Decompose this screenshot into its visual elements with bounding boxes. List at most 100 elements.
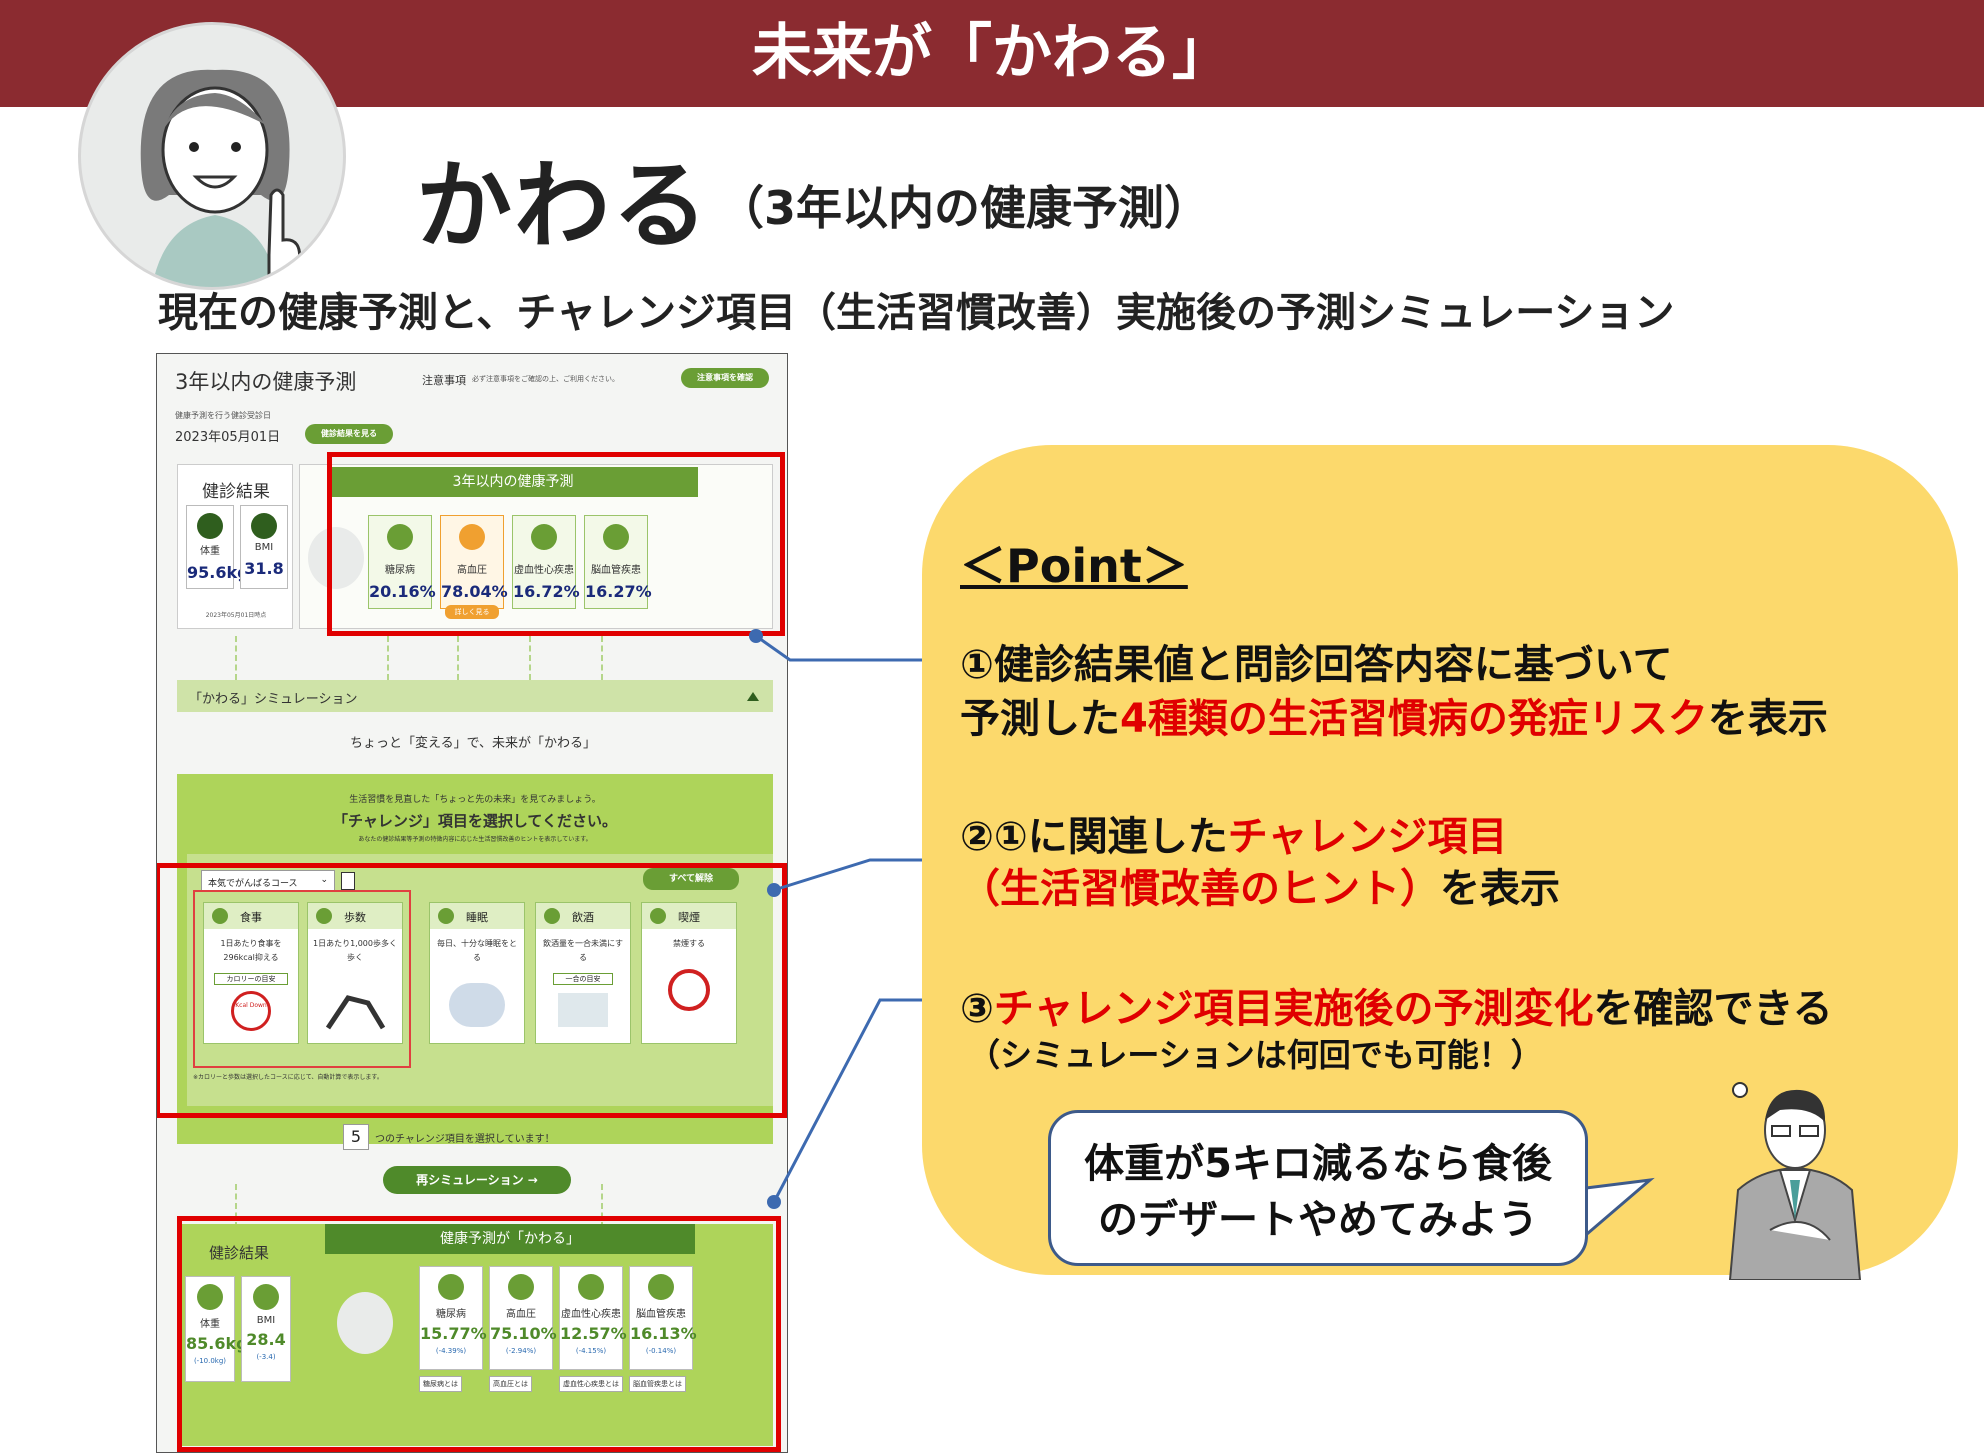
result-weight: 体重 85.6kg (-10.0kg): [185, 1276, 248, 1382]
scale-icon: [197, 1284, 223, 1310]
result-item-name: BMI: [256, 1315, 276, 1326]
connector-line: [529, 636, 531, 680]
check-icon: [438, 908, 454, 924]
checkup-date-note: 2023年05月01日時点: [205, 612, 267, 619]
course-select-value: 本気でがんばるコース: [208, 879, 298, 889]
course-group-box: [193, 890, 411, 1068]
hypertension-info-link[interactable]: 高血圧とは: [489, 1376, 532, 1392]
app-title: 3年以内の健康予測: [175, 370, 357, 394]
risk-cerebrovascular: 脳血管疾患 16.27%: [584, 515, 652, 609]
text-span: を表示: [1707, 696, 1828, 742]
speech-bubble-text: 体重が5キロ減るなら食後のデザートやめてみよう: [1048, 1136, 1588, 1248]
connector-line: [601, 1184, 603, 1228]
highlight-box-1: [327, 452, 785, 636]
diabetes-info-link[interactable]: 糖尿病とは: [419, 1376, 462, 1392]
cerebrovascular-info-link[interactable]: 脳血管疾患とは: [629, 1376, 686, 1392]
risk-hypertension: 高血圧 78.04% 詳しく見る: [440, 515, 508, 619]
drink-tag[interactable]: 一合の目安: [553, 973, 613, 985]
bmi-icon: [253, 1284, 279, 1310]
check-icon: [212, 908, 228, 924]
no-smoking-icon: [668, 969, 710, 1011]
result-item-name: 体重: [200, 1319, 220, 1330]
challenge-footnote: ※カロリーと歩数は選択したコースに応じて、自動計算で表示します。: [193, 1074, 383, 1081]
calorie-tag[interactable]: カロリーの目安: [214, 973, 288, 985]
text-span: を表示: [1440, 866, 1560, 912]
notice-button[interactable]: 注意事項を確認: [681, 368, 769, 388]
challenge-name: 歩数: [344, 911, 366, 924]
weight-card: 体重 95.6kg: [186, 505, 249, 589]
result-risk-diabetes: 糖尿病 15.77% (-4.39%): [419, 1266, 487, 1370]
walking-icon: [325, 995, 386, 1030]
detail-tag[interactable]: 詳しく見る: [445, 605, 499, 619]
speech-bubble: [1048, 1110, 1588, 1266]
highlight-span: （生活習慣改善のヒント）: [960, 866, 1440, 912]
risk-name: 脳血管疾患: [591, 565, 641, 576]
banner-title: 未来が「かわる」: [752, 18, 1232, 88]
heart-icon: [578, 1274, 604, 1300]
result-risk-name: 糖尿病: [436, 1309, 466, 1320]
risk-value: 20.16%: [369, 582, 436, 601]
challenge-name: 喫煙: [678, 911, 700, 924]
bubble-line: 体重が5キロ減るなら食後: [1084, 1141, 1552, 1187]
weight-label: 体重: [200, 546, 220, 557]
simulation-bar[interactable]: 「かわる」シミュレーション: [177, 680, 773, 712]
check-icon: [316, 908, 332, 924]
result-user-avatar: [337, 1292, 393, 1354]
chevron-down-icon: ⌄: [320, 875, 328, 885]
scale-icon: [197, 513, 223, 539]
check-icon: [650, 908, 666, 924]
point-1-line-2: 予測した4種類の生活習慣病の発症リスクを表示: [960, 686, 1828, 744]
connector-line: [457, 636, 459, 680]
app-screenshot: 3年以内の健康予測 注意事項 必ず注意事項をご確認の上、ご利用ください。 注意事…: [156, 353, 788, 1453]
connector-line: [601, 636, 603, 680]
clear-all-button[interactable]: すべて解除: [643, 868, 739, 890]
result-risk-value: 12.57%: [560, 1324, 627, 1343]
challenge-alcohol[interactable]: 飲酒 飲酒量を一合未満にする 一合の目安: [535, 902, 631, 1044]
risk-value: 78.04%: [441, 582, 508, 601]
result-risk-cerebrovascular: 脳血管疾患 16.13% (-0.14%): [629, 1266, 697, 1370]
simulation-tagline: ちょっと「変える」で、未来が「かわる」: [349, 736, 597, 751]
highlight-span: 4種類の生活習慣病の発症リスク: [1120, 696, 1708, 742]
result-item-value: 85.6kg: [186, 1334, 248, 1353]
bmi-card: BMI 31.8: [240, 505, 288, 589]
highlight-span: チャレンジ項目実施後の予測変化: [993, 986, 1594, 1032]
connector-line: [235, 1184, 237, 1228]
notice-text: 必ず注意事項をご確認の上、ご利用ください。: [472, 375, 619, 383]
heart-pulse-icon: [459, 524, 485, 550]
trash-icon[interactable]: [341, 872, 355, 890]
challenge-steps[interactable]: 歩数 1日あたり1,000歩多く歩く: [307, 902, 403, 1044]
result-risk-name: 虚血性心疾患: [561, 1309, 621, 1320]
result-item-value: 28.4: [246, 1330, 286, 1349]
heart-disease-info-link[interactable]: 虚血性心疾患とは: [559, 1376, 623, 1392]
risk-value: 16.27%: [585, 582, 652, 601]
challenge-diet[interactable]: 食事 1日あたり食事を296kcal抑える カロリーの目安 Kcal Down: [203, 902, 299, 1044]
challenge-desc: 禁煙する: [673, 939, 705, 948]
result-risk-delta: (-0.14%): [645, 1347, 677, 1355]
user-avatar: [308, 527, 364, 589]
risk-name: 糖尿病: [385, 565, 415, 576]
selected-text: つのチャレンジ項目を選択しています！: [375, 1134, 555, 1145]
prediction-ribbon: 3年以内の健康予測: [328, 467, 698, 497]
challenge-instruction: 「チャレンジ」項目を選択してください。: [333, 812, 617, 830]
resimulate-button[interactable]: 再シミュレーション →: [383, 1166, 571, 1194]
challenge-desc: 1日あたり1,000歩多く歩く: [313, 939, 397, 962]
sake-icon: [558, 993, 608, 1027]
bmi-value: 31.8: [244, 559, 284, 578]
bmi-icon: [251, 513, 277, 539]
result-checkup-label: 健診結果: [209, 1244, 270, 1262]
brain-icon: [648, 1274, 674, 1300]
result-risk-heart-disease: 虚血性心疾患 12.57% (-4.15%): [559, 1266, 627, 1370]
challenge-smoking[interactable]: 喫煙 禁煙する: [641, 902, 737, 1044]
risk-heart-disease: 虚血性心疾患 16.72%: [512, 515, 580, 609]
challenge-sleep[interactable]: 睡眠 毎日、十分な睡眠をとる: [429, 902, 525, 1044]
connector-line: [235, 636, 237, 680]
collapse-icon[interactable]: [747, 692, 759, 701]
lead-text: 現在の健康予測と、チャレンジ項目（生活習慣改善）実施後の予測シミュレーション: [158, 290, 1675, 336]
notice-label: 注意事項: [422, 374, 466, 387]
view-results-button[interactable]: 健診結果を見る: [305, 424, 393, 444]
top-banner: [0, 0, 1984, 107]
result-item-delta: (-3.4): [256, 1353, 276, 1361]
highlight-box-3: [177, 1216, 781, 1452]
result-risk-hypertension: 高血圧 75.10% (-2.94%): [489, 1266, 557, 1370]
